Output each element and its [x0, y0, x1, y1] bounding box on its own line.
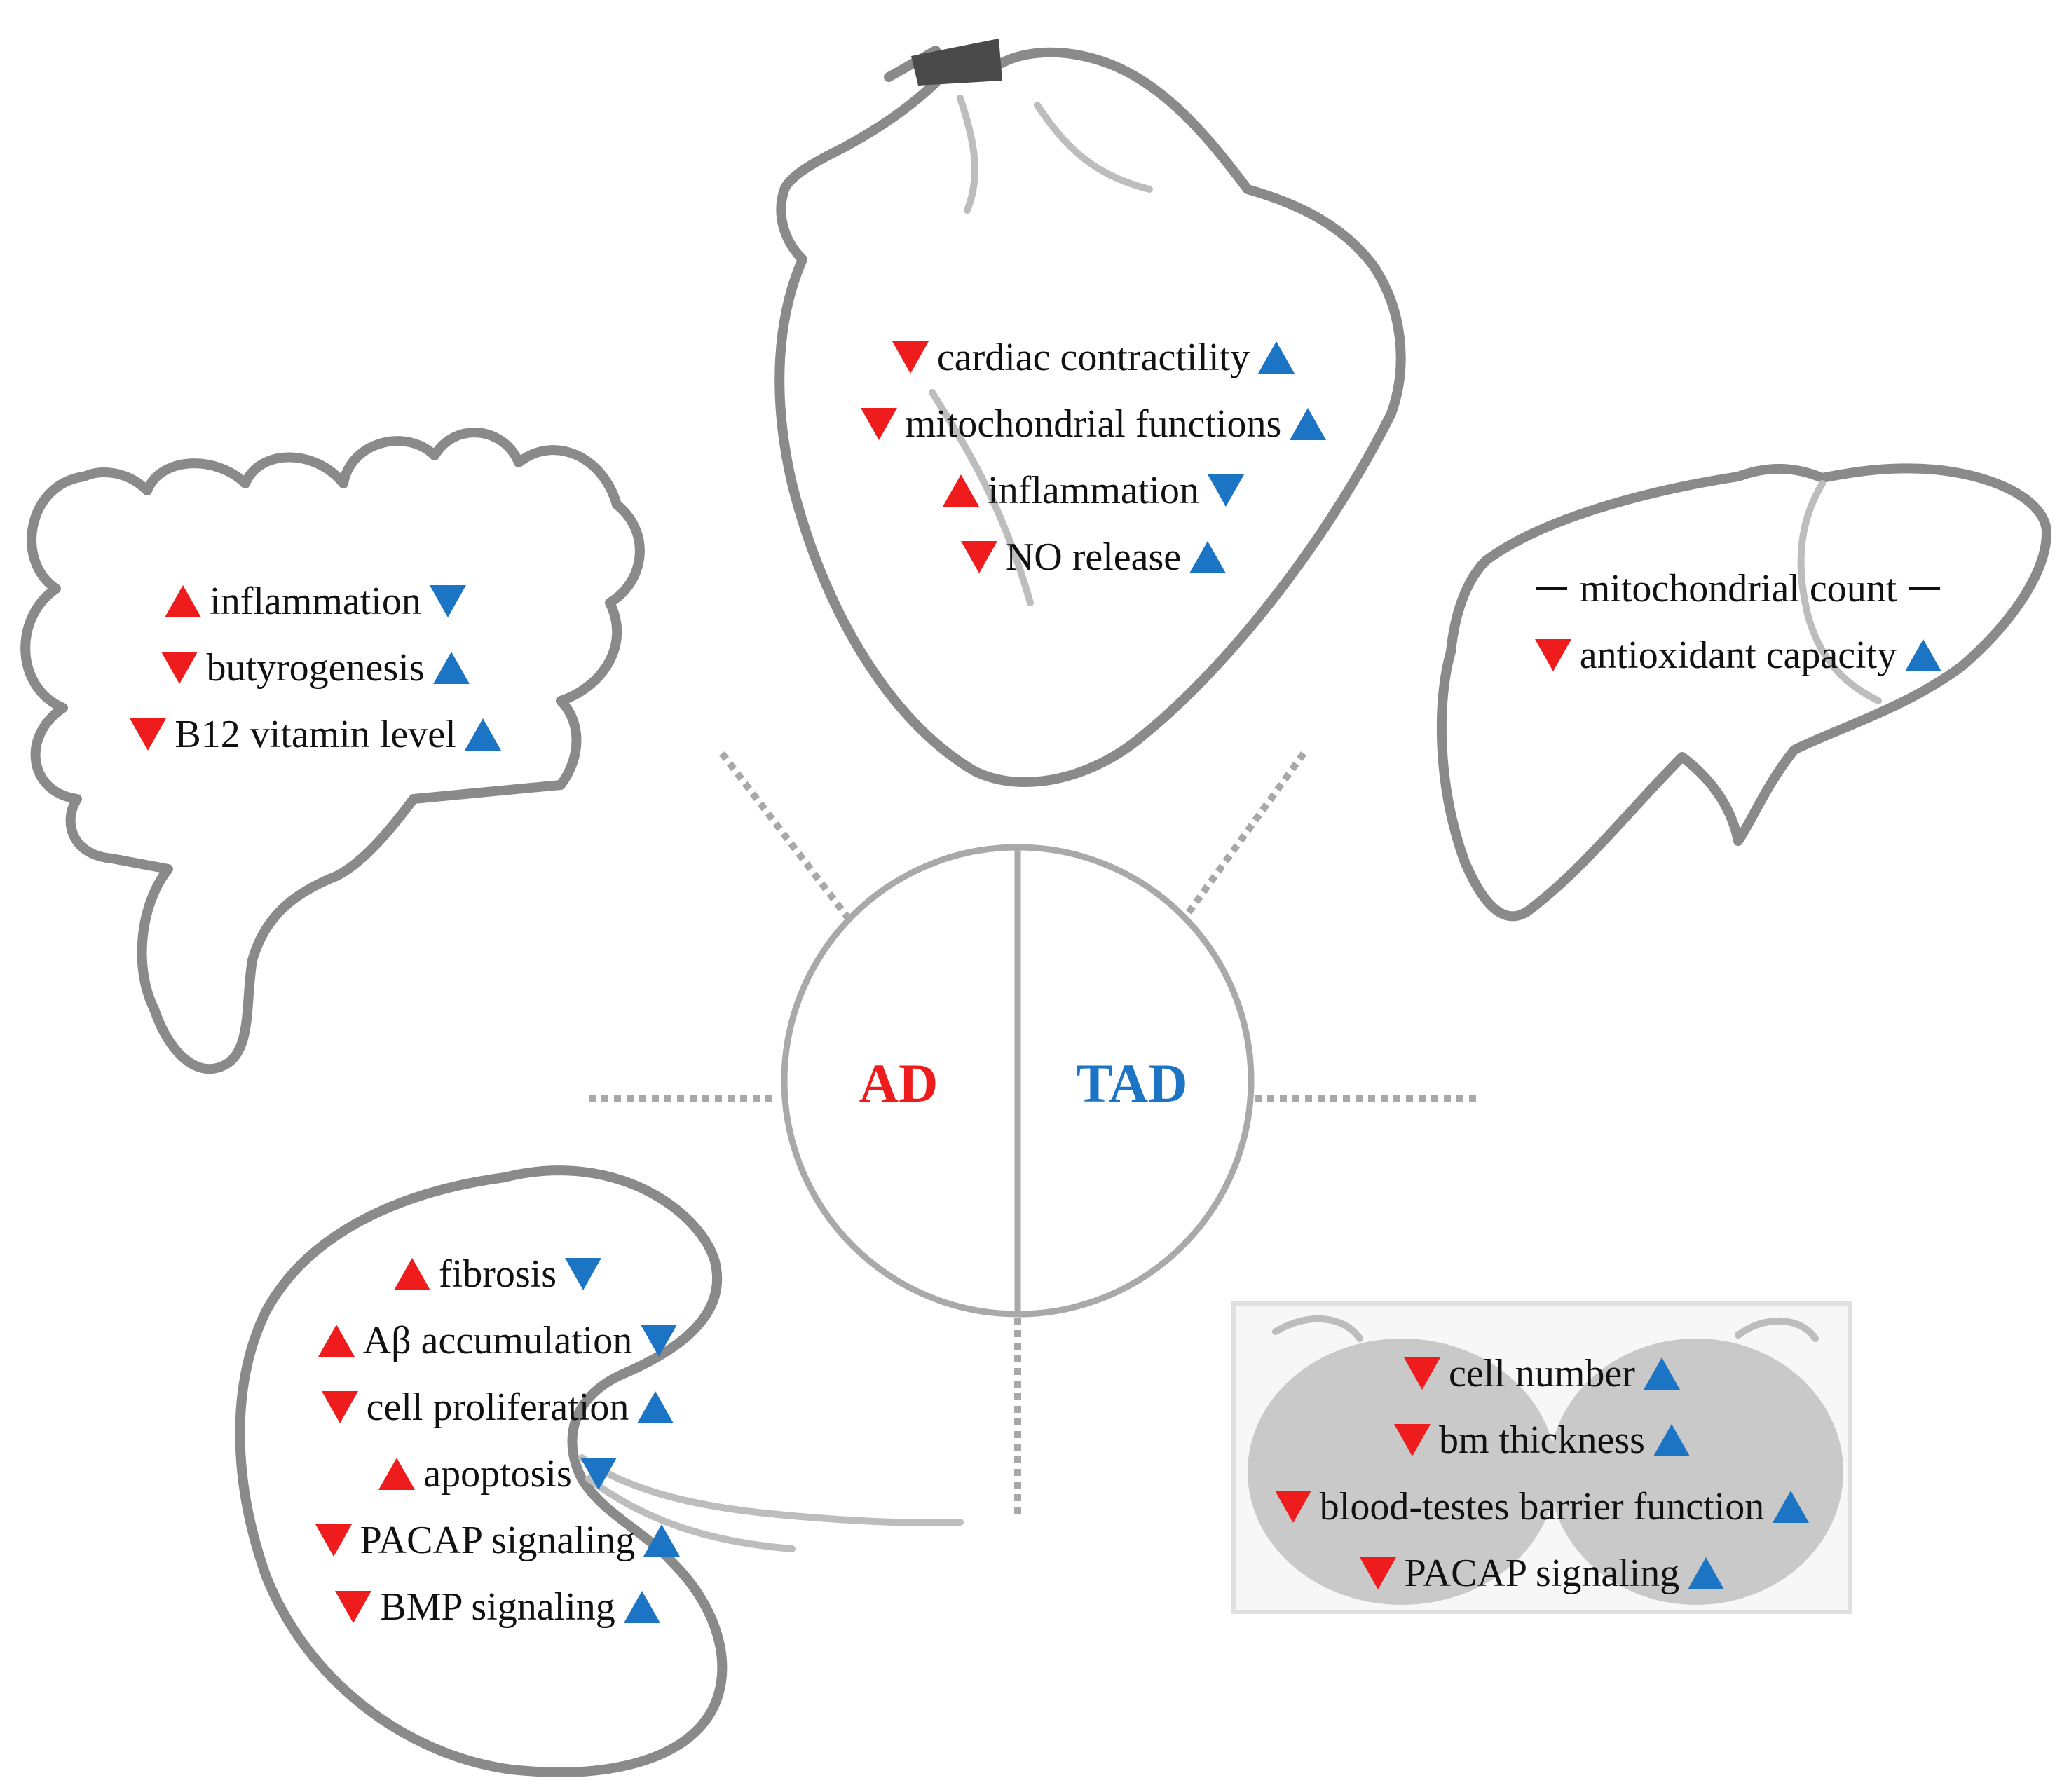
effect-label: mitochondrial functions [905, 402, 1282, 446]
spoke-heart-right [1181, 751, 1307, 920]
ad-up-arrow-icon [165, 584, 202, 617]
effect-label: cell proliferation [366, 1385, 629, 1429]
tad-up-arrow-icon [464, 718, 501, 751]
ad-label: AD [859, 1053, 938, 1114]
tad-label: TAD [1077, 1053, 1188, 1114]
heart-effect-row: mitochondrial functions [785, 390, 1402, 457]
effect-label: cardiac contractility [936, 335, 1250, 379]
tad-down-arrow-icon [580, 1457, 617, 1490]
ad-down-arrow-icon [1359, 1557, 1396, 1589]
effect-label: PACAP signaling [360, 1518, 636, 1562]
ad-tad-circle: AD TAD [781, 844, 1255, 1318]
tad-down-arrow-icon [1207, 474, 1244, 507]
tad-up-arrow-icon [1189, 540, 1227, 573]
liver-icon [1436, 463, 2051, 922]
heart-icon [774, 39, 1406, 787]
tad-up-arrow-icon [643, 1524, 681, 1557]
effect-label: mitochondrial count [1579, 566, 1897, 610]
testes-effect-row: PACAP signaling [1220, 1540, 1864, 1606]
tad-up-arrow-icon [432, 651, 470, 684]
intestine-effect-row: butyrogenesis [77, 634, 554, 701]
kidney-effects: fibrosis Aβ accumulation cell proliferat… [266, 1240, 729, 1640]
kidney-effect-row: Aβ accumulation [266, 1307, 729, 1374]
liver-effect-row: mitochondrial count [1472, 555, 2005, 622]
spoke-heart-left [719, 751, 851, 921]
effect-label: fibrosis [439, 1252, 557, 1296]
ad-up-arrow-icon [318, 1324, 355, 1357]
ad-no-change-icon [1536, 587, 1567, 590]
effect-label: antioxidant capacity [1579, 633, 1897, 677]
effect-label: inflammation [210, 579, 421, 623]
kidney-effect-row: PACAP signaling [266, 1507, 729, 1573]
tad-up-arrow-icon [623, 1590, 660, 1623]
effect-label: PACAP signaling [1404, 1551, 1680, 1595]
tad-up-arrow-icon [1905, 638, 1942, 671]
kidney-effect-row: cell proliferation [266, 1374, 729, 1440]
tad-up-arrow-icon [1290, 407, 1327, 440]
intestine-effect-row: inflammation [77, 568, 554, 634]
effect-label: blood-testes barrier function [1319, 1484, 1765, 1528]
effect-label: B12 vitamin level [175, 712, 456, 756]
ad-down-arrow-icon [892, 341, 929, 374]
ad-down-arrow-icon [335, 1590, 372, 1623]
tad-down-arrow-icon [429, 584, 466, 617]
ad-down-arrow-icon [960, 540, 997, 573]
testes-icon [1231, 1301, 1852, 1614]
tad-down-arrow-icon [565, 1257, 601, 1290]
ad-up-arrow-icon [378, 1457, 416, 1490]
heart-effects: cardiac contractility mitochondrial func… [785, 324, 1402, 590]
connector-spokes [589, 751, 1479, 1514]
testes-effects: cell number bm thickness blood-testes ba… [1220, 1340, 1864, 1606]
effect-label: apoptosis [423, 1451, 572, 1496]
liver-effects: mitochondrial count antioxidant capacity [1472, 555, 2005, 688]
tad-no-change-icon [1909, 587, 1941, 590]
testes-effect-row: bm thickness [1220, 1407, 1864, 1473]
tad-up-arrow-icon [1773, 1490, 1810, 1523]
tad-down-arrow-icon [641, 1324, 678, 1357]
intestine-effects: inflammation butyrogenesis B12 vitamin l… [77, 568, 554, 767]
effect-label: NO release [1005, 535, 1182, 579]
ad-down-arrow-icon [860, 407, 897, 440]
tad-up-arrow-icon [1643, 1357, 1680, 1390]
testes-effect-row: blood-testes barrier function [1220, 1473, 1864, 1540]
ad-down-arrow-icon [1394, 1423, 1431, 1456]
effect-label: butyrogenesis [206, 645, 425, 690]
ad-down-arrow-icon [130, 718, 167, 751]
testes-effect-row: cell number [1220, 1340, 1864, 1407]
ad-down-arrow-icon [1534, 638, 1571, 671]
effect-label: bm thickness [1439, 1418, 1645, 1462]
ad-up-arrow-icon [943, 474, 980, 507]
effect-label: Aβ accumulation [362, 1318, 633, 1362]
kidney-effect-row: fibrosis [266, 1240, 729, 1307]
ad-down-arrow-icon [315, 1524, 352, 1557]
effect-label: inflammation [988, 468, 1199, 512]
kidney-effect-row: apoptosis [266, 1440, 729, 1507]
effect-label: BMP signaling [380, 1585, 615, 1629]
heart-effect-row: inflammation [785, 457, 1402, 524]
intestine-effect-row: B12 vitamin level [77, 701, 554, 767]
effect-label: cell number [1449, 1351, 1635, 1395]
tad-up-arrow-icon [1258, 341, 1295, 374]
heart-effect-row: cardiac contractility [785, 324, 1402, 390]
tad-up-arrow-icon [637, 1390, 674, 1423]
heart-effect-row: NO release [785, 524, 1402, 590]
ad-down-arrow-icon [1404, 1357, 1441, 1390]
tad-up-arrow-icon [1688, 1557, 1725, 1589]
ad-down-arrow-icon [1274, 1490, 1311, 1523]
ad-down-arrow-icon [321, 1390, 358, 1423]
ad-down-arrow-icon [161, 651, 198, 684]
tad-up-arrow-icon [1653, 1423, 1690, 1456]
liver-effect-row: antioxidant capacity [1472, 622, 2005, 688]
kidney-effect-row: BMP signaling [266, 1573, 729, 1640]
ad-up-arrow-icon [394, 1257, 430, 1290]
